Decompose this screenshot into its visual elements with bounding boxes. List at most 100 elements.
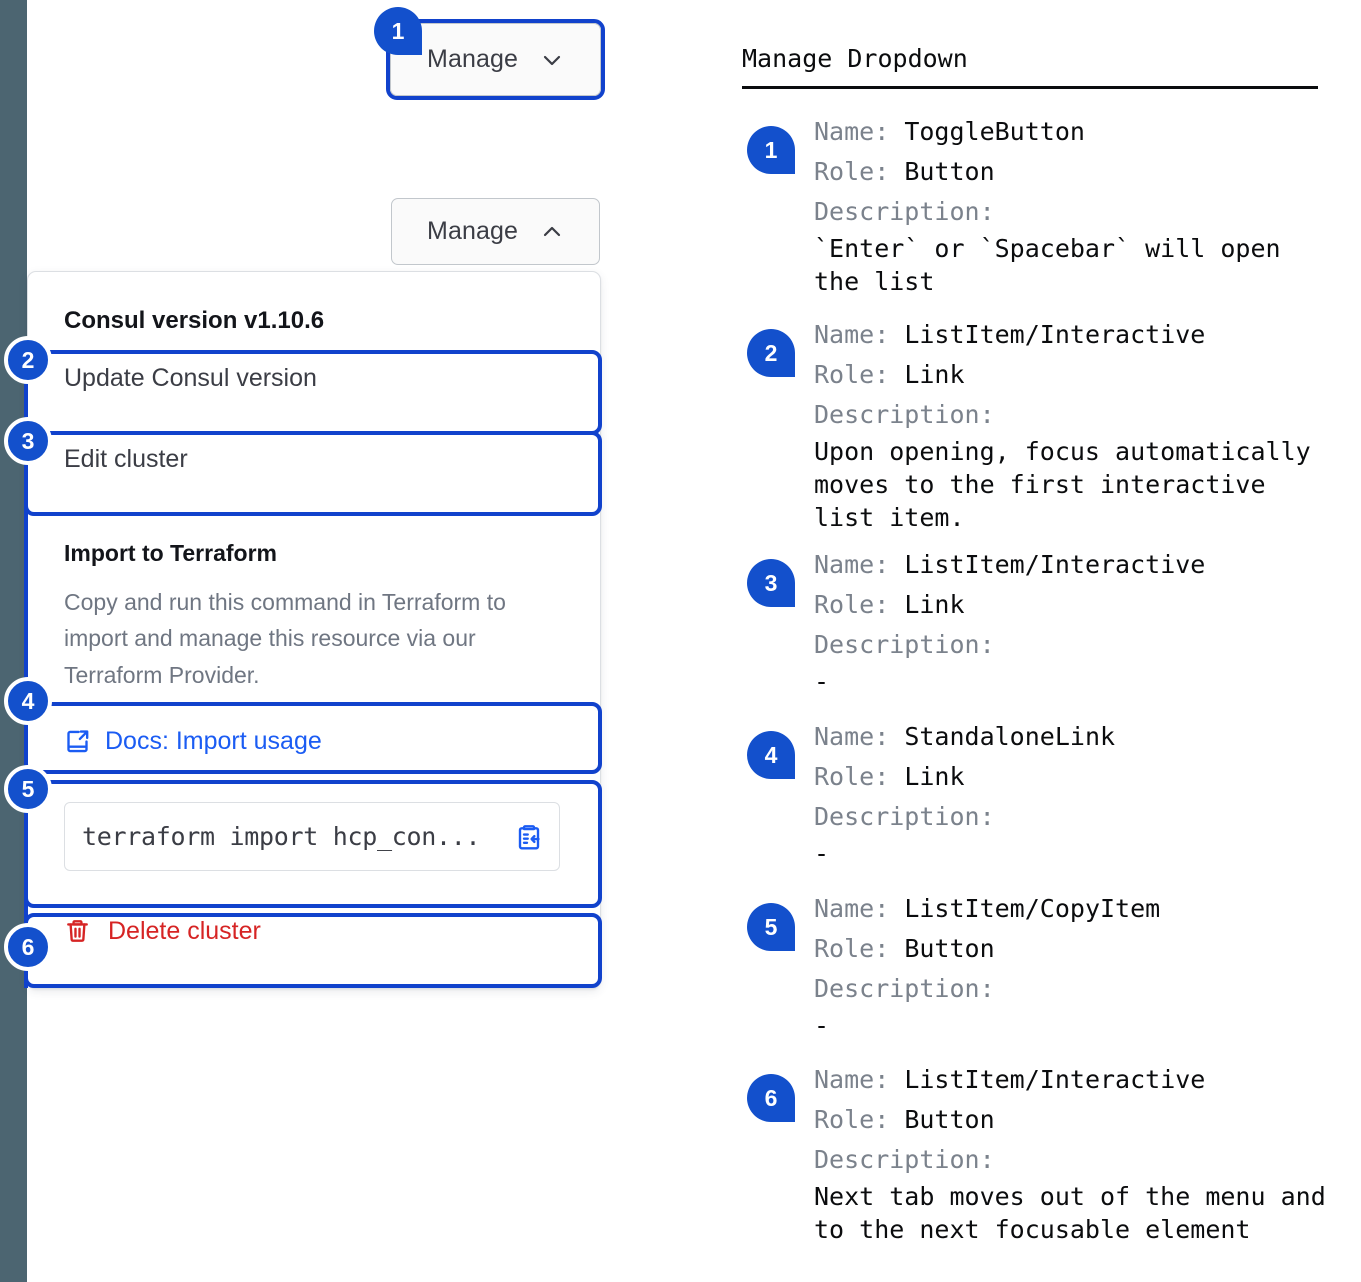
doc-label-role: Role: [814, 762, 890, 791]
doc-entry-2-name: Name: ListItem/Interactive [814, 315, 1342, 355]
menu-item-edit-label: Edit cluster [64, 445, 188, 473]
marker-connector-line [24, 350, 28, 988]
manage-toggle-button-open[interactable]: Manage [391, 198, 600, 265]
doc-label-description: Description: [814, 197, 995, 226]
doc-badge-1: 1 [747, 126, 795, 174]
docs-import-usage-link[interactable]: Docs: Import usage [28, 710, 602, 772]
left-nav-rail [0, 0, 27, 1282]
doc-label-name: Name: [814, 550, 890, 579]
doc-label-name: Name: [814, 722, 890, 751]
marker-badge-5-label: 5 [21, 775, 35, 802]
marker-badge-2: 2 [4, 336, 52, 384]
docs-external-link-icon [64, 728, 91, 755]
doc-badge-2-label: 2 [764, 339, 778, 366]
doc-value-name: ToggleButton [904, 117, 1085, 146]
doc-entry-6-role: Role: Button [814, 1100, 1342, 1140]
marker-badge-3: 3 [4, 417, 52, 465]
docs-import-usage-label: Docs: Import usage [105, 726, 322, 755]
doc-label-description: Description: [814, 400, 995, 429]
menu-item-update-consul-version[interactable]: Update Consul version [28, 343, 602, 414]
menu-item-update-label: Update Consul version [64, 364, 317, 392]
doc-label-role: Role: [814, 934, 890, 963]
doc-entry-4-name: Name: StandaloneLink [814, 717, 1342, 757]
marker-badge-4: 4 [4, 677, 52, 725]
doc-entry-5-name: Name: ListItem/CopyItem [814, 889, 1342, 929]
marker-badge-2-label: 2 [21, 346, 35, 373]
marker-badge-6-label: 6 [21, 933, 35, 960]
doc-label-name: Name: [814, 894, 890, 923]
doc-badge-5: 5 [747, 903, 795, 951]
marker-badge-4-label: 4 [21, 687, 35, 714]
doc-title: Manage Dropdown [742, 44, 968, 73]
doc-entry-2-role: Role: Link [814, 355, 1342, 395]
doc-label-name: Name: [814, 1065, 890, 1094]
manage-button-label: Manage [427, 45, 518, 73]
doc-value-name: ListItem/Interactive [904, 550, 1206, 579]
doc-badge-6: 6 [747, 1074, 795, 1122]
trash-icon [64, 917, 91, 945]
doc-entry-6-description: Next tab moves out of the menu and to th… [814, 1182, 1326, 1244]
doc-entry-6-name: Name: ListItem/Interactive [814, 1060, 1342, 1100]
doc-value-name: StandaloneLink [904, 722, 1116, 751]
doc-value-role: Button [904, 157, 995, 186]
clipboard-copy-icon[interactable] [514, 822, 544, 852]
doc-badge-2: 2 [747, 329, 795, 377]
doc-label-role: Role: [814, 590, 890, 619]
doc-label-description: Description: [814, 974, 995, 1003]
doc-label-role: Role: [814, 157, 890, 186]
doc-value-name: ListItem/Interactive [904, 1065, 1206, 1094]
marker-badge-1: 1 [374, 7, 422, 55]
doc-title-rule [742, 86, 1318, 89]
doc-entry-3-description: - [814, 667, 830, 696]
marker-badge-1-label: 1 [391, 17, 405, 44]
doc-label-name: Name: [814, 320, 890, 349]
doc-entry-1-name: Name: ToggleButton [814, 112, 1342, 152]
doc-value-role: Link [904, 590, 965, 619]
doc-entry-1-role: Role: Button [814, 152, 1342, 192]
delete-cluster-item[interactable]: Delete cluster [28, 898, 602, 964]
delete-cluster-label: Delete cluster [108, 916, 261, 945]
documentation-panel: Manage Dropdown 1 Name: ToggleButton Rol… [742, 0, 1342, 1282]
doc-entry-5-role: Role: Button [814, 929, 1342, 969]
doc-badge-6-label: 6 [764, 1084, 778, 1111]
doc-value-name: ListItem/Interactive [904, 320, 1206, 349]
doc-label-role: Role: [814, 1105, 890, 1134]
doc-badge-3-label: 3 [764, 569, 778, 596]
chevron-up-icon [540, 220, 564, 244]
doc-label-description: Description: [814, 1145, 995, 1174]
doc-entry-4-description: - [814, 839, 830, 868]
doc-badge-5-label: 5 [764, 913, 778, 940]
manage-dropdown-panel: Consul version v1.10.6 Update Consul ver… [27, 271, 601, 989]
chevron-down-icon [540, 48, 564, 72]
doc-label-description: Description: [814, 802, 995, 831]
consul-version-header: Consul version v1.10.6 [64, 307, 325, 334]
doc-badge-4-label: 4 [764, 741, 778, 768]
doc-value-role: Link [904, 762, 965, 791]
doc-value-role: Button [904, 934, 995, 963]
manage-button-open-label: Manage [427, 217, 518, 245]
doc-entry-5-description: - [814, 1011, 830, 1040]
import-to-terraform-description: Copy and run this command in Terraform t… [64, 589, 506, 688]
marker-badge-6: 6 [4, 923, 52, 971]
manage-toggle-button-closed[interactable]: Manage [390, 23, 601, 96]
doc-value-role: Button [904, 1105, 995, 1134]
doc-value-role: Link [904, 360, 965, 389]
terraform-command-row: terraform import hcp_con... [28, 784, 602, 889]
marker-badge-3-label: 3 [21, 427, 35, 454]
doc-badge-3: 3 [747, 559, 795, 607]
doc-badge-1-label: 1 [764, 136, 778, 163]
import-to-terraform-title: Import to Terraform [64, 540, 277, 566]
marker-badge-5: 5 [4, 765, 52, 813]
terraform-command-value: terraform import hcp_con... [82, 822, 481, 851]
doc-label-name: Name: [814, 117, 890, 146]
doc-entry-3-name: Name: ListItem/Interactive [814, 545, 1342, 585]
doc-badge-4: 4 [747, 731, 795, 779]
doc-label-role: Role: [814, 360, 890, 389]
terraform-command-field[interactable]: terraform import hcp_con... [64, 802, 560, 871]
doc-entry-2-description: Upon opening, focus automatically moves … [814, 437, 1311, 532]
menu-item-edit-cluster[interactable]: Edit cluster [28, 424, 602, 495]
doc-entry-3-role: Role: Link [814, 585, 1342, 625]
doc-entry-4-role: Role: Link [814, 757, 1342, 797]
doc-label-description: Description: [814, 630, 995, 659]
